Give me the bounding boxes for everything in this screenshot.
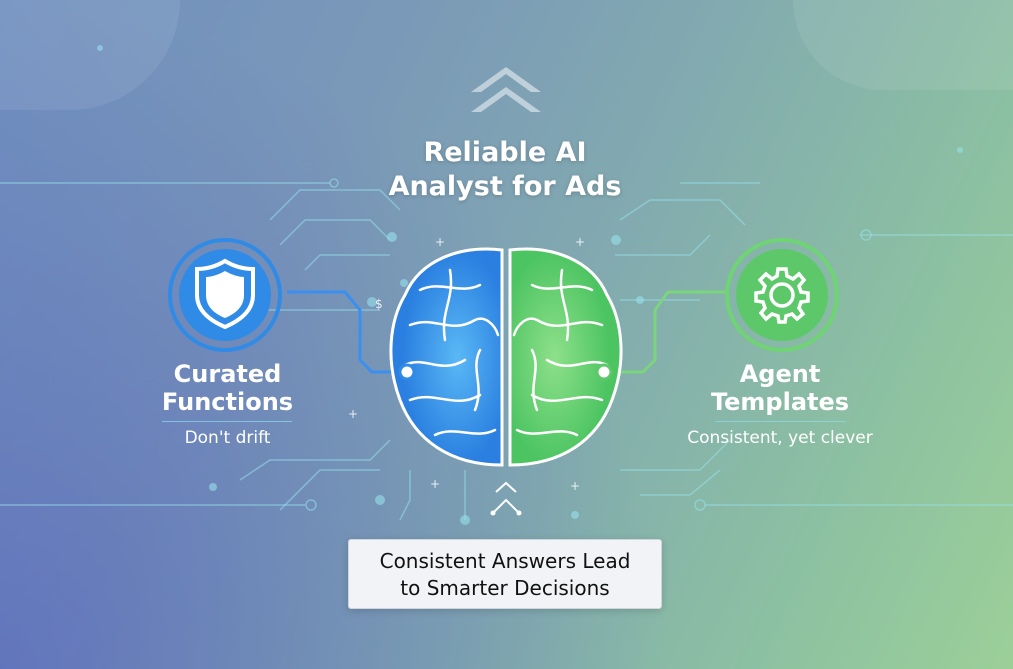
agent-templates-title: Agent Templates	[690, 360, 870, 416]
left-title-line-1: Curated	[173, 360, 282, 388]
conclusion-box: Consistent Answers Lead to Smarter Decis…	[348, 539, 662, 609]
right-title-line-1: Agent	[739, 360, 821, 388]
brain-illustration	[389, 247, 623, 467]
left-title-line-2: Functions	[161, 388, 294, 416]
svg-text:+: +	[430, 477, 440, 491]
title-line-2: Analyst for Ads	[388, 171, 622, 202]
shield-badge	[168, 238, 282, 352]
conclusion-line-2: to Smarter Decisions	[400, 576, 610, 600]
svg-text:+: +	[570, 479, 580, 493]
shield-icon	[195, 258, 255, 330]
curated-functions-title: Curated Functions	[140, 360, 315, 416]
chevron-up-icon	[471, 67, 541, 112]
svg-text:+: +	[348, 407, 358, 421]
chevron-up-icon	[490, 481, 522, 516]
divider	[162, 421, 292, 422]
gear-badge	[725, 238, 839, 352]
svg-text:+: +	[435, 235, 445, 249]
page-title: Reliable AI Analyst for Ads	[330, 136, 680, 204]
title-line-1: Reliable AI	[423, 137, 587, 168]
curated-functions-subtitle: Don't drift	[184, 428, 271, 448]
right-title-line-2: Templates	[710, 388, 850, 416]
svg-text:+: +	[575, 235, 585, 249]
conclusion-line-1: Consistent Answers Lead	[379, 549, 631, 573]
gear-icon	[754, 267, 810, 324]
agent-templates-subtitle: Consistent, yet clever	[687, 428, 873, 448]
divider	[715, 421, 845, 422]
svg-text:$: $	[375, 297, 383, 311]
